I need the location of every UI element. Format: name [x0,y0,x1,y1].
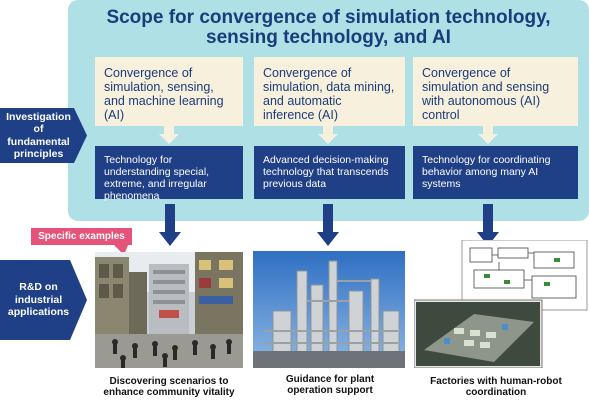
down-arrow-navy [477,204,499,246]
technology-box-2: Advanced decision-making technology that… [254,146,405,199]
industrial-plant-image [253,251,405,368]
convergence-box-3: Convergence of simulation and sensing wi… [413,57,578,126]
diagram-title: Scope for convergence of simulation tech… [68,8,589,48]
rd-line-1: R&D on [19,281,58,294]
rd-line-2: industrial [14,293,63,306]
down-arrow-light [159,126,179,144]
down-arrow-navy [317,204,339,246]
specific-examples-badge: Specific examples [31,228,132,245]
caption-1-line-1: Discovering scenarios to [109,376,229,387]
technology-box-1: Technology for understanding special, ex… [95,146,243,202]
factory-coordination-image [414,240,588,368]
caption-1: Discovering scenarios to enhance communi… [88,376,250,398]
caption-2-line-2: operation support [287,385,373,396]
caption-3-line-1: Factories with human-robot [430,376,562,387]
caption-2-line-1: Guidance for plant [285,374,375,385]
down-arrow-navy [159,204,181,246]
caption-3: Factories with human-robot coordination [408,376,584,398]
city-street-image [95,252,243,368]
title-line-2: sensing technology, and AI [206,27,451,48]
convergence-box-1: Convergence of simulation, sensing, and … [95,57,243,126]
caption-3-line-2: coordination [465,387,527,398]
title-line-1: Scope for convergence of simulation tech… [106,7,551,28]
investigation-line-2: of [33,123,44,135]
investigation-label: Investigation of fundamental principles [0,108,87,163]
caption-2: Guidance for plant operation support [254,374,406,396]
rd-line-3: applications [7,306,70,319]
caption-1-line-2: enhance community vitality [103,387,235,398]
technology-box-3: Technology for coordinating behavior amo… [413,146,578,199]
down-arrow-light [318,126,338,144]
investigation-line-4: principles [13,148,64,160]
investigation-line-3: fundamental [7,135,70,148]
convergence-box-2: Convergence of simulation, data mining, … [254,57,405,126]
rd-label: R&D on industrial applications [0,260,87,340]
investigation-line-1: Investigation [6,110,71,123]
left-arrow-shape [0,260,87,340]
left-arrow-shape [0,108,87,163]
down-arrow-light [478,126,498,144]
